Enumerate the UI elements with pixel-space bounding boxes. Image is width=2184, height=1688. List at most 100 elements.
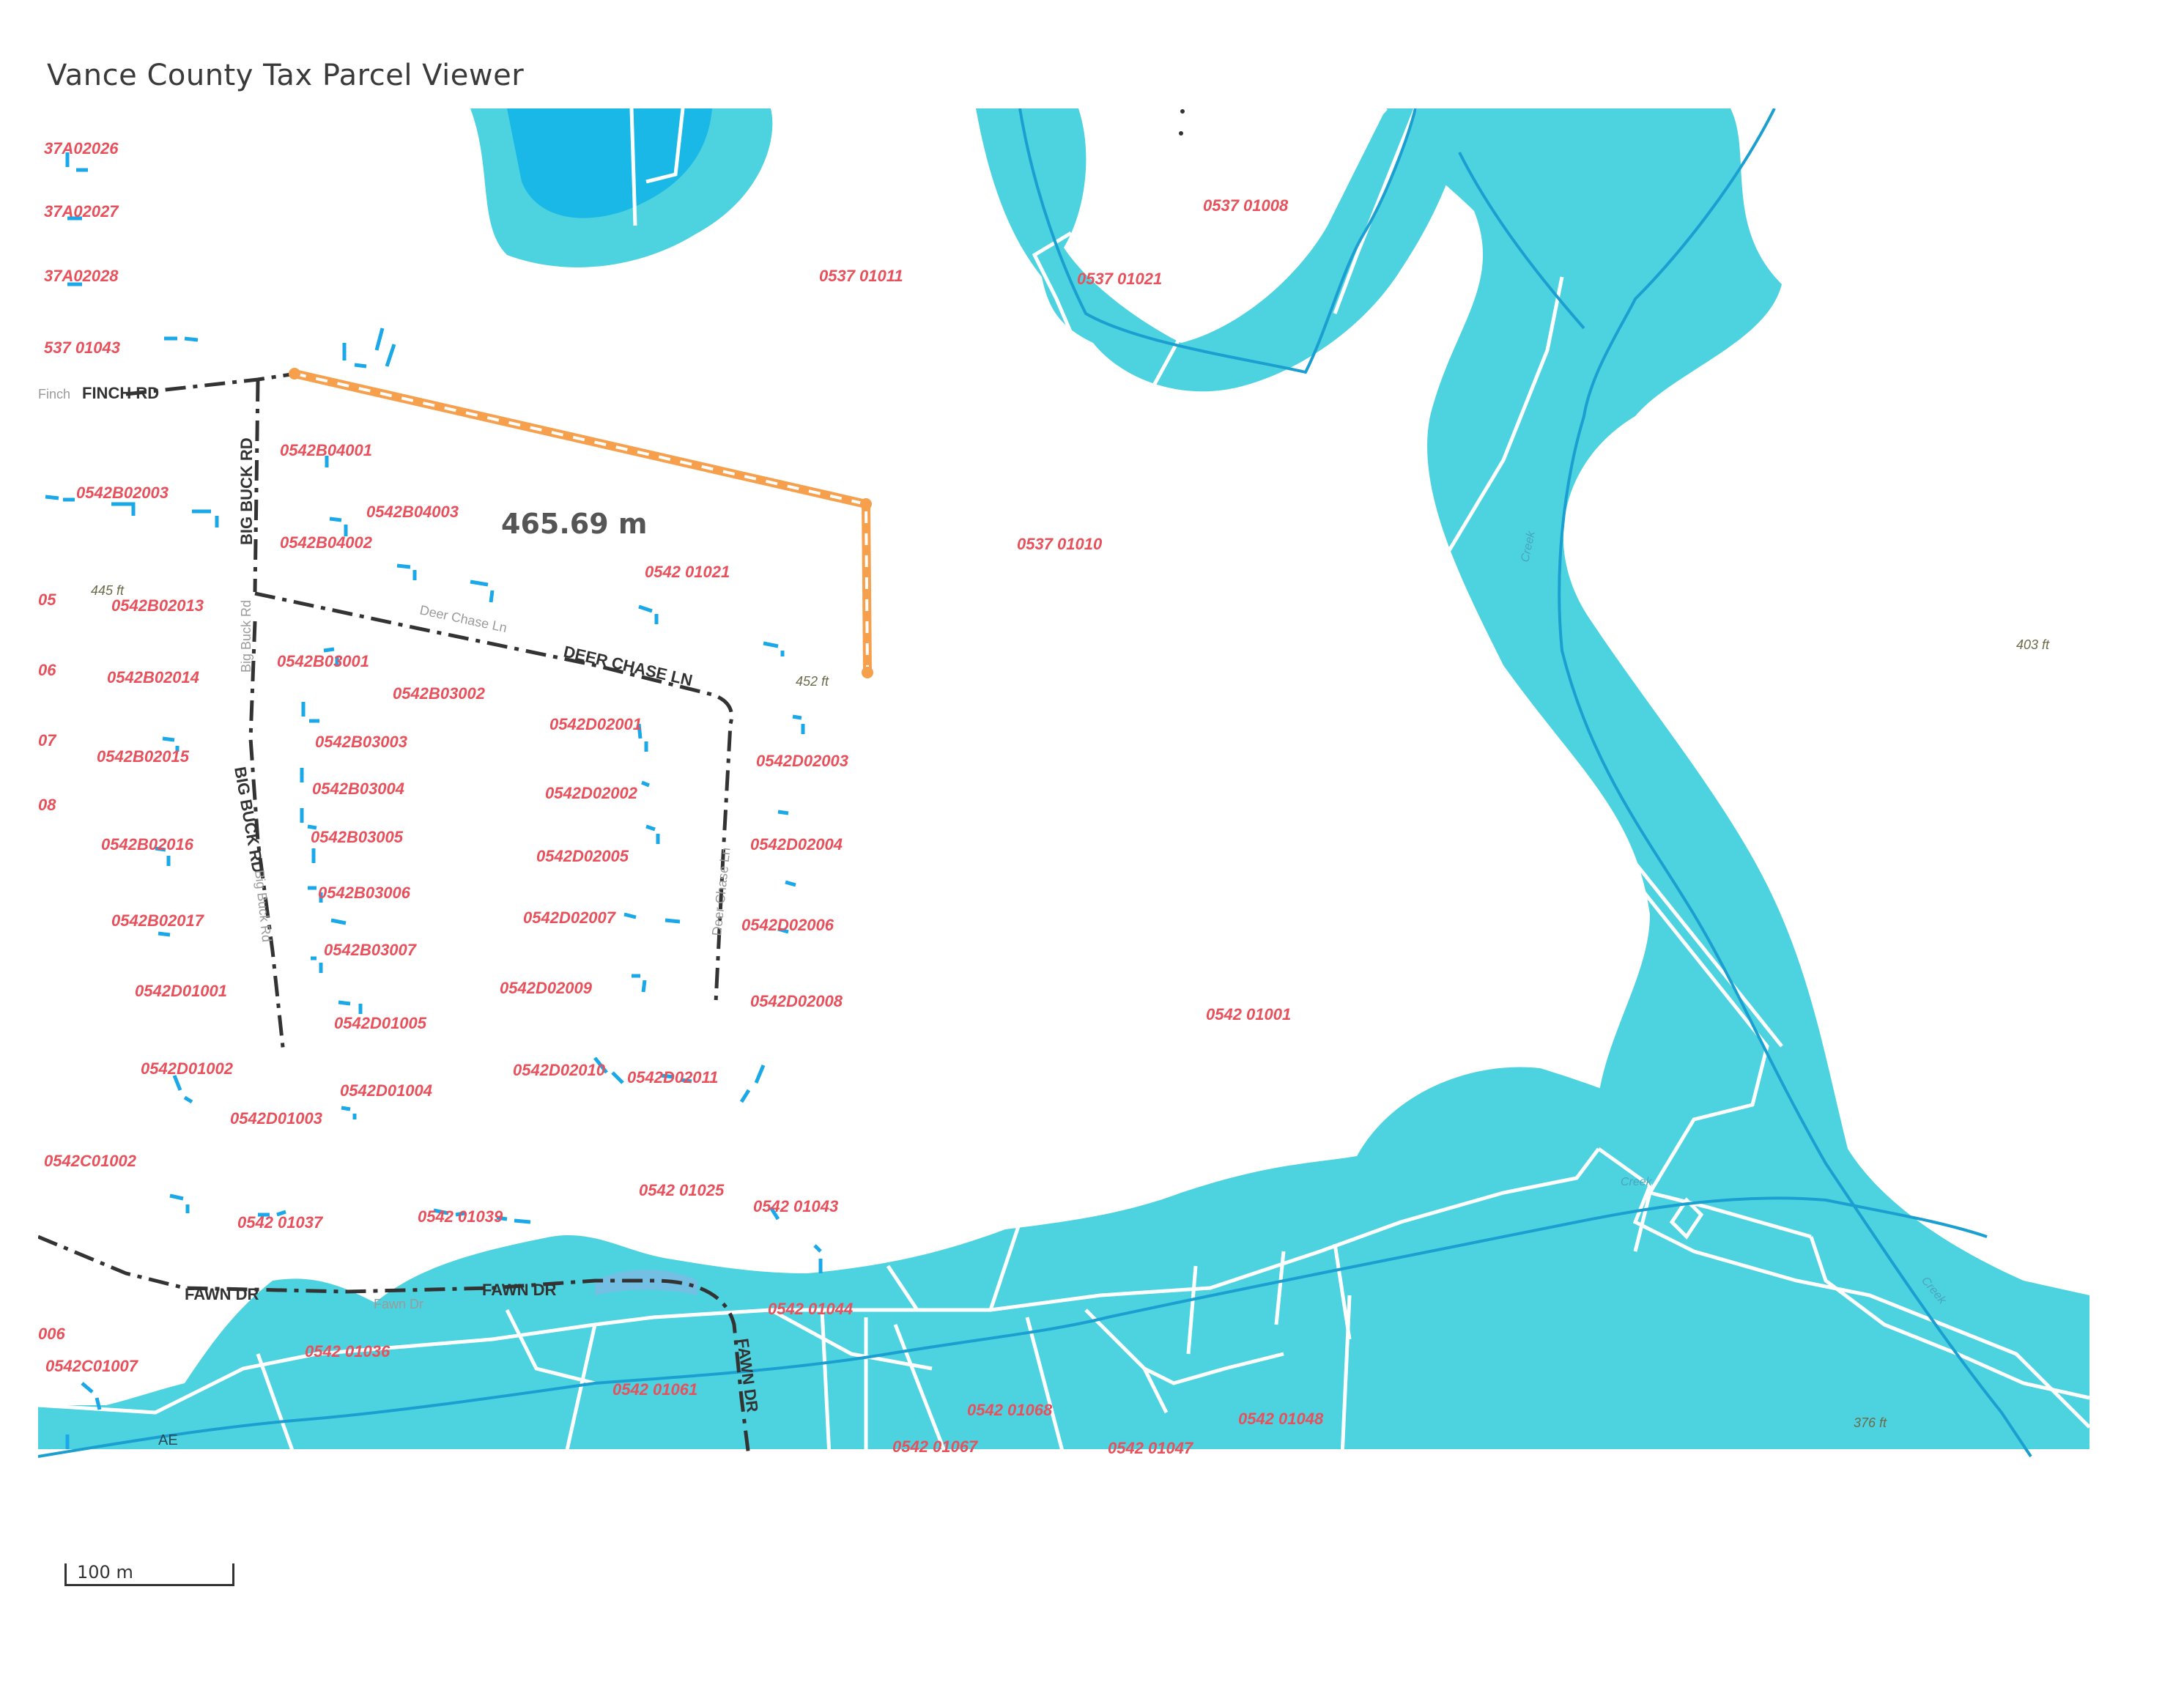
parcel-label[interactable]: 0542 01036 <box>305 1342 390 1361</box>
measurement-vertex[interactable] <box>289 368 300 380</box>
parcel-label[interactable]: 0542B04001 <box>280 441 372 459</box>
parcel-label[interactable]: 0542 01061 <box>612 1380 697 1399</box>
parcel-marker <box>338 1000 351 1006</box>
parcel-label[interactable]: 0537 01021 <box>1077 270 1162 288</box>
measurement-vertex[interactable] <box>862 667 873 678</box>
parcel-marker <box>632 974 647 993</box>
parcel-boundary-21 <box>505 1308 596 1385</box>
road-finch-rd[interactable] <box>125 371 297 396</box>
parcel-marker <box>311 956 323 973</box>
parcel-label[interactable]: 0542D01005 <box>334 1014 427 1032</box>
creeks <box>38 108 2032 1458</box>
parcel-marker <box>623 912 637 919</box>
parcel-boundary-25 <box>988 1161 1108 1311</box>
measurement-vertex[interactable] <box>860 498 872 510</box>
creek-line-east <box>1558 108 2032 1458</box>
parcel-label[interactable]: 0542D02006 <box>741 916 834 934</box>
parcel-label[interactable]: 0542C01002 <box>44 1152 137 1170</box>
parcel-label[interactable]: 0542D02003 <box>756 752 848 770</box>
parcel-label[interactable]: 0542C01007 <box>45 1357 139 1375</box>
parcel-boundary-28 <box>886 1265 919 1311</box>
parcel-label[interactable]: 0537 01010 <box>1017 535 1103 553</box>
parcel-label[interactable]: 0542D01001 <box>135 982 227 1000</box>
parcel-label[interactable]: 0542B03004 <box>312 780 404 798</box>
parcel-marker <box>155 846 171 866</box>
parcel-marker <box>258 1210 286 1217</box>
parcel-label[interactable]: 0542B03001 <box>277 652 369 670</box>
parcel-label[interactable]: 0542B03002 <box>393 684 486 703</box>
parcel-boundary-27 <box>1669 1197 1704 1240</box>
scale-bar-label: 100 m <box>77 1562 133 1582</box>
parcel-marker <box>192 509 219 528</box>
measurement-distance-label: 465.69 m <box>501 508 647 540</box>
flood-zone-oxbow <box>976 108 1467 392</box>
parcel-label[interactable]: 0542B03003 <box>315 733 407 751</box>
parcel-label[interactable]: 0542 01021 <box>645 563 730 581</box>
parcel-label[interactable]: 0542 01044 <box>768 1300 853 1318</box>
parcel-label[interactable]: 0542D02004 <box>750 835 843 854</box>
road-big-buck-rd-south[interactable] <box>248 621 286 1054</box>
parcel-label[interactable]: 37A02028 <box>44 267 119 285</box>
measurement-tool[interactable]: 465.69 m <box>289 368 873 678</box>
parcel-marker <box>162 736 179 752</box>
parcel-marker <box>645 824 660 844</box>
parcel-label[interactable]: 537 01043 <box>44 338 120 357</box>
parcel-label[interactable]: 0542B02015 <box>97 747 190 766</box>
parcel-label[interactable]: 0542B02003 <box>76 484 169 502</box>
parcel-label[interactable]: 0542B04003 <box>366 503 459 521</box>
parcel-label[interactable]: 0542D02009 <box>500 979 593 997</box>
parcel-marker <box>739 1065 766 1103</box>
road-fawn-dr[interactable] <box>38 1234 751 1457</box>
parcel-label[interactable]: 0542D02005 <box>536 847 629 865</box>
parcel-label[interactable]: 0542 01067 <box>892 1437 979 1456</box>
road-big-buck-rd-north[interactable] <box>253 380 260 593</box>
parcel-label[interactable]: 0537 01008 <box>1203 196 1289 215</box>
parcel-marker <box>329 517 348 536</box>
parcel-boundary-16 <box>1143 1352 1284 1385</box>
parcel-label[interactable]: 0542B03006 <box>318 884 411 902</box>
parcel-marker <box>665 918 681 924</box>
parcel-label[interactable]: 0542B03005 <box>311 828 404 846</box>
parcel-label[interactable]: 37A02027 <box>44 202 119 221</box>
parcel-label[interactable]: 0542 01037 <box>237 1213 324 1232</box>
road-label-fawn-dr-west: FAWN DR <box>185 1285 259 1303</box>
parcel-boundary-12 <box>820 1309 832 1457</box>
map-right-margin <box>2097 108 2145 1515</box>
parcel-label[interactable]: 0542B04002 <box>280 533 373 552</box>
parcel-label[interactable]: 0542 01001 <box>1206 1005 1291 1023</box>
edge-parcel-label: 006 <box>38 1325 65 1343</box>
parcel-label[interactable]: 0542D02007 <box>523 908 617 927</box>
parcel-label[interactable]: 0542D02010 <box>513 1061 606 1079</box>
parcel-label[interactable]: 0542 01025 <box>639 1181 725 1199</box>
parcel-marker <box>637 723 648 752</box>
parcel-label[interactable]: 0542B02014 <box>107 668 199 686</box>
parcel-marker <box>323 647 339 667</box>
parcel-label[interactable]: 0542 01043 <box>753 1197 838 1215</box>
parcel-label[interactable]: 0542 01068 <box>967 1401 1053 1419</box>
parcel-boundary-17 <box>1186 1265 1198 1355</box>
parcel-marker <box>433 1208 465 1217</box>
parcel-label[interactable]: 0542D02001 <box>549 715 642 733</box>
parcel-label[interactable]: 0542B03007 <box>324 941 418 959</box>
parcel-label[interactable]: 0542D01003 <box>230 1109 322 1128</box>
parcel-label[interactable]: 37A02026 <box>44 139 119 158</box>
parcel-marker <box>792 714 805 734</box>
parcel-label[interactable]: 0542B02017 <box>111 911 205 930</box>
parcel-marker <box>81 1382 102 1410</box>
parcel-label[interactable]: 0542D02008 <box>750 992 843 1010</box>
parcel-label[interactable]: 0542B02016 <box>101 835 194 854</box>
parcel-label[interactable]: 0542D02002 <box>545 784 638 802</box>
parcel-label[interactable]: 0542 01039 <box>418 1207 503 1226</box>
parcel-label[interactable]: 0542 01047 <box>1108 1439 1194 1457</box>
parcel-marker <box>308 886 323 903</box>
parcel-label[interactable]: 0542D01004 <box>340 1081 432 1100</box>
parcel-label[interactable]: 0542B02013 <box>111 596 204 615</box>
parcel-label[interactable]: 0542 01048 <box>1238 1410 1324 1428</box>
map-svg[interactable]: 465.69 m <box>38 108 2145 1515</box>
road-deer-chase-ln[interactable] <box>254 591 734 1003</box>
parcel-label[interactable]: 0542D02011 <box>627 1068 718 1087</box>
parcel-label[interactable]: 0537 01011 <box>819 267 903 285</box>
parcel-label[interactable]: 0542D01002 <box>141 1059 234 1078</box>
parcel-boundary-8 <box>1429 605 1783 1048</box>
map-canvas[interactable]: 465.69 m <box>38 108 2145 1515</box>
